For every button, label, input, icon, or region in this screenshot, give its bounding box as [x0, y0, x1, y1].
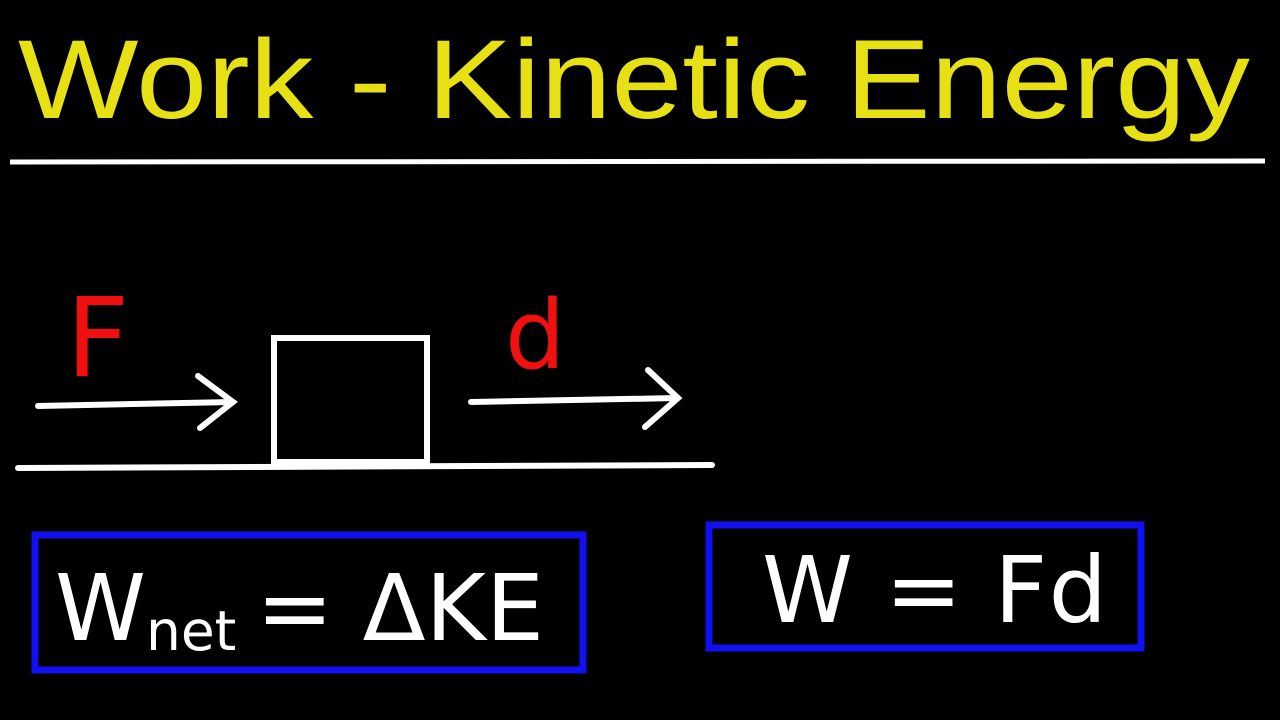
work-energy-theorem-box: Wnet = ΔKE: [31, 531, 587, 674]
displacement-arrow: [468, 367, 683, 430]
net-subscript: net: [146, 599, 236, 663]
work-definition-box: W = Fd: [705, 521, 1145, 652]
ground-line: [15, 462, 715, 471]
equation-rest: = ΔKE: [256, 555, 544, 662]
force-label: F: [66, 274, 129, 402]
work-energy-equation: Wnet = ΔKE: [55, 555, 544, 663]
distance-label: d: [505, 281, 565, 391]
work-definition-equation: W = Fd: [762, 537, 1107, 644]
w-symbol: W: [55, 555, 146, 662]
title: Work - Kinetic Energy: [18, 17, 1250, 142]
force-arrow: [35, 373, 238, 431]
title-underline: [9, 158, 1266, 165]
block: [271, 335, 430, 465]
